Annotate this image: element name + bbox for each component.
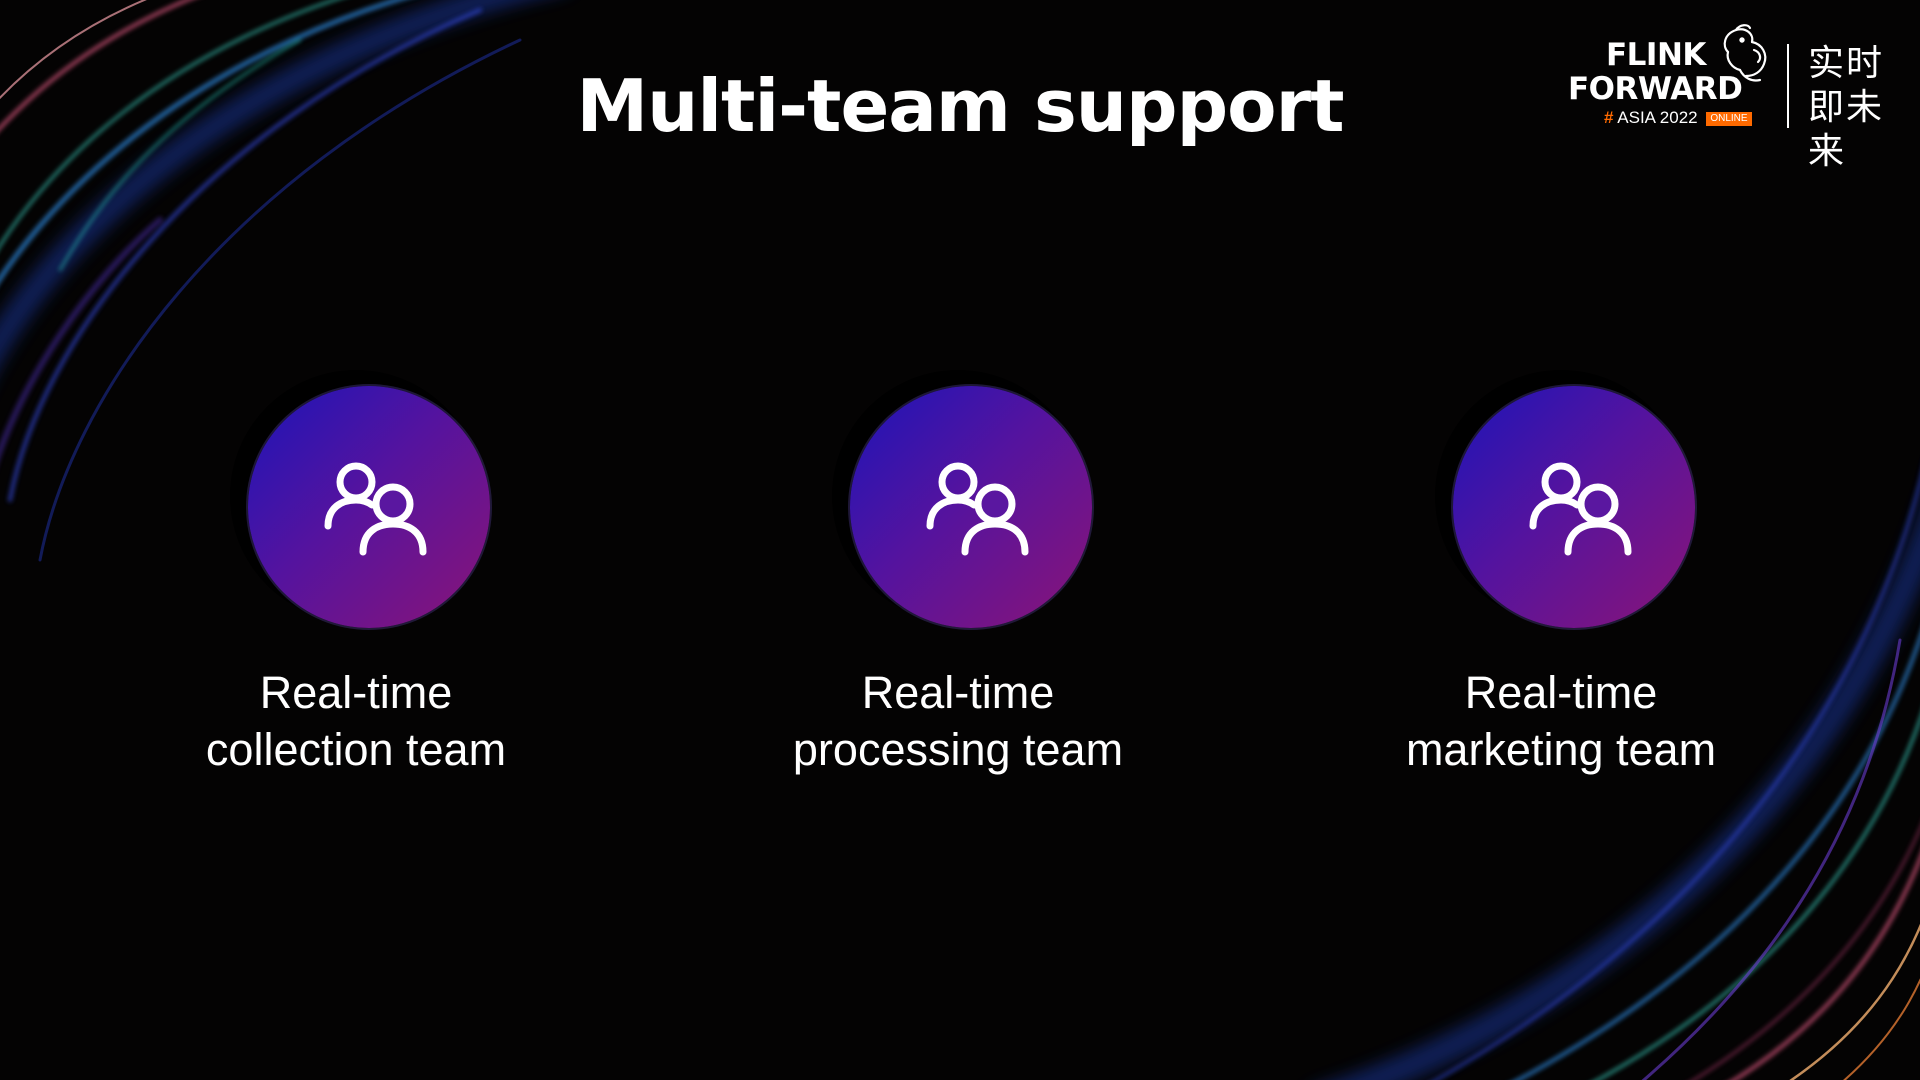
team-label-line2: marketing team [1405,724,1717,775]
team-icon-circle [248,386,490,628]
team-label-line1: Real-time [259,667,453,718]
people-icon [1529,462,1632,556]
logo-event: ASIA 2022 [1617,108,1698,127]
team-label-line1: Real-time [861,667,1055,718]
logo-event-line: # ASIA 2022 ONLINE [1604,108,1752,128]
people-icon [324,462,427,556]
online-badge: ONLINE [1706,112,1752,126]
logo-flink-text: FLINK [1606,37,1706,73]
slide-title: Multi-team support [576,64,1344,148]
people-icon [926,462,1029,556]
team-collection: Real-time collection team [146,370,566,790]
team-marketing: Real-time marketing team [1351,370,1771,790]
logo-hash: # [1604,108,1614,127]
team-label: Real-time collection team [146,664,566,778]
team-icon-circle [1453,386,1695,628]
logo-forward-text: FORWARD [1568,71,1743,107]
squirrel-icon [1723,24,1767,82]
flink-forward-logo: FLINK FORWARD # ASIA 2022 ONLINE 实时即未来 [1560,22,1900,172]
team-label: Real-time processing team [748,664,1168,778]
logo-tagline-cn: 实时即未来 [1808,43,1885,172]
team-label-line2: processing team [792,724,1124,775]
team-icon-circle [850,386,1092,628]
team-label-line1: Real-time [1464,667,1658,718]
logo-divider [1787,44,1789,128]
team-label-line2: collection team [205,724,507,775]
team-label: Real-time marketing team [1351,664,1771,778]
team-processing: Real-time processing team [748,370,1168,790]
